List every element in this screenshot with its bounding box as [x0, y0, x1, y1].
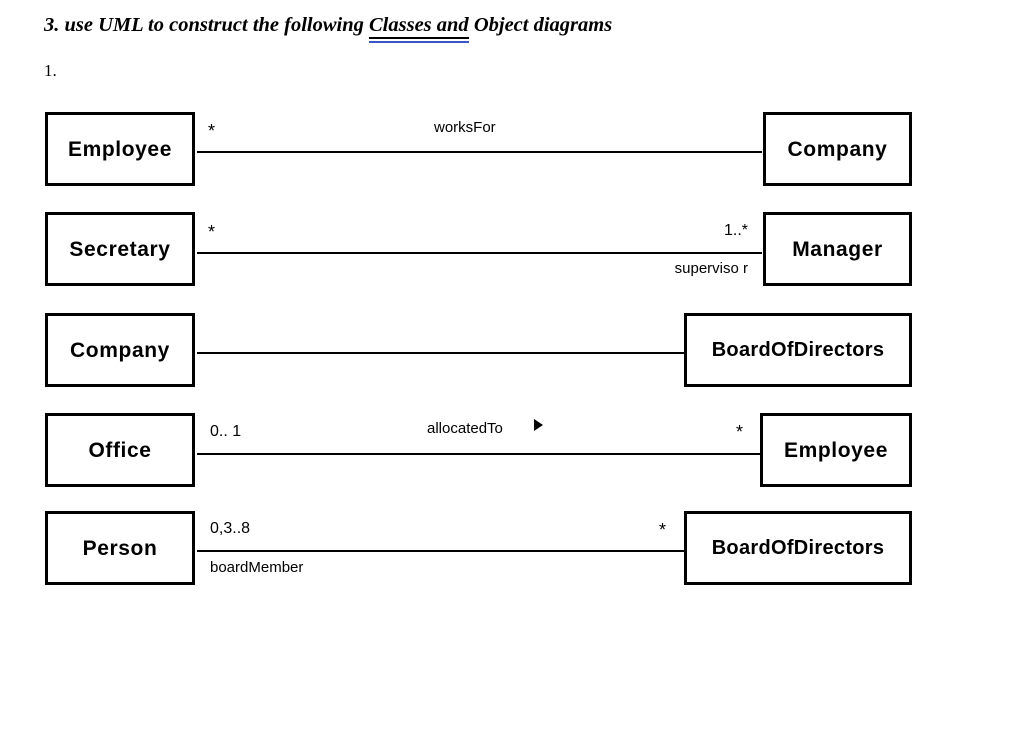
class-box-company-1: Company — [763, 112, 912, 186]
association-line-supervisor — [197, 252, 762, 254]
association-line-allocatedto — [197, 453, 760, 455]
class-name-label: BoardOfDirectors — [711, 537, 885, 559]
multiplicity-right-allocatedto: * — [736, 422, 744, 442]
title-suffix: Object diagrams — [468, 14, 613, 36]
class-box-boardofdirectors-1: BoardOfDirectors — [684, 313, 912, 387]
multiplicity-left-supervisor: * — [208, 222, 216, 242]
class-box-company-2: Company — [45, 313, 195, 387]
page-title: 3. use UML to construct the following Cl… — [44, 14, 613, 43]
class-name-label: Secretary — [69, 237, 171, 261]
class-name-label: Employee — [783, 438, 888, 462]
class-box-secretary: Secretary — [45, 212, 195, 286]
title-prefix: 3. use UML to construct the following — [44, 14, 369, 36]
title-underlined-phrase: Classes and — [369, 14, 469, 43]
multiplicity-left-worksfor: * — [208, 121, 216, 141]
class-box-office: Office — [45, 413, 195, 487]
multiplicity-left-allocatedto: 0.. 1 — [210, 423, 242, 440]
class-box-employee-1: Employee — [45, 112, 195, 186]
multiplicity-right-supervisor: 1..* — [723, 222, 748, 239]
association-label-allocatedto: allocatedTo — [427, 420, 503, 437]
class-box-person: Person — [45, 511, 195, 585]
association-line-boardmember — [197, 550, 684, 552]
association-role-boardmember: boardMember — [210, 559, 304, 576]
class-box-manager: Manager — [763, 212, 912, 286]
association-line-worksfor — [197, 151, 762, 153]
class-name-label: Office — [88, 438, 152, 462]
class-name-label: Company — [70, 338, 170, 362]
class-box-employee-2: Employee — [760, 413, 912, 487]
association-label-worksfor: worksFor — [434, 119, 496, 136]
multiplicity-right-boardmember: * — [659, 520, 667, 540]
multiplicity-left-boardmember: 0,3..8 — [210, 520, 251, 537]
class-name-label: Employee — [67, 137, 172, 161]
class-box-boardofdirectors-2: BoardOfDirectors — [684, 511, 912, 585]
class-name-label: Company — [787, 137, 888, 161]
association-line-company-board — [197, 352, 684, 354]
list-number: 1. — [44, 61, 57, 80]
class-name-label: BoardOfDirectors — [711, 339, 885, 361]
class-name-label: Person — [82, 536, 158, 560]
association-role-supervisor: superviso r — [674, 260, 748, 277]
class-name-label: Manager — [792, 237, 883, 261]
navigability-arrow-icon — [534, 419, 543, 431]
